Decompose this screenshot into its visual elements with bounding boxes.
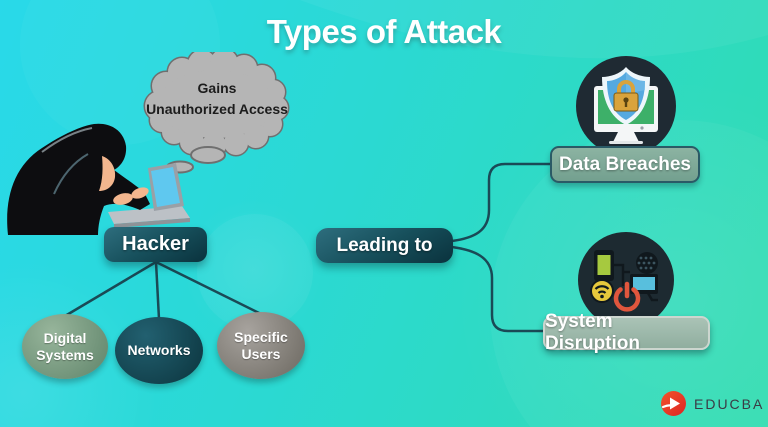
smartphone-icon [594, 250, 614, 281]
wifi-icon [590, 279, 614, 303]
target-label: Networks [127, 342, 191, 359]
outcome-label: System Disruption [545, 311, 640, 354]
page-title: Types of Attack [266, 13, 502, 50]
hacker-label: Hacker [122, 233, 189, 255]
thought-line-2: Unauthorized Access [146, 101, 288, 117]
target-specific-users: Specific Users [217, 312, 305, 379]
hacker-face [99, 156, 116, 191]
hacker-hand-left [113, 193, 133, 205]
educba-logo-icon [661, 391, 686, 416]
brand-name: EDUCBA [694, 395, 765, 412]
line-hacker-to-networks [154, 261, 161, 320]
brand-logo: EDUCBA [660, 390, 764, 417]
thought-bubble-text: Gains Unauthorized Access [141, 78, 293, 120]
icon-wires [614, 263, 658, 302]
leading-to-box: Leading to [316, 228, 453, 263]
outcome-data-breaches-box: Data Breaches [550, 146, 700, 183]
globe-icon [636, 252, 658, 274]
outcome-label: Data Breaches [558, 153, 692, 175]
padlock-icon [613, 80, 639, 112]
line-hacker-to-digital-systems [64, 260, 157, 318]
data-breaches-icon [576, 56, 676, 156]
target-digital-systems: Digital Systems [22, 314, 108, 379]
line-hacker-to-specific-users [155, 260, 262, 316]
mini-monitor-icon [630, 274, 658, 294]
leading-to-label: Leading to [336, 234, 433, 256]
thought-trail-large [190, 146, 226, 164]
thought-line-1: Gains [197, 80, 237, 96]
target-label: Specific Users [234, 328, 288, 362]
hacker-label-box: Hacker [104, 227, 207, 262]
system-disruption-icon [578, 232, 674, 328]
power-icon [613, 281, 641, 312]
hacker-hand-right [131, 187, 149, 199]
line-leadingto-to-system-disruption [451, 245, 545, 333]
target-networks: Networks [115, 317, 203, 384]
target-label: Digital Systems [36, 329, 94, 363]
outcome-system-disruption-box: System Disruption [543, 311, 710, 354]
hacker-illustration [7, 123, 190, 235]
laptop-base [108, 206, 190, 224]
line-leadingto-to-data-breaches [451, 162, 551, 243]
